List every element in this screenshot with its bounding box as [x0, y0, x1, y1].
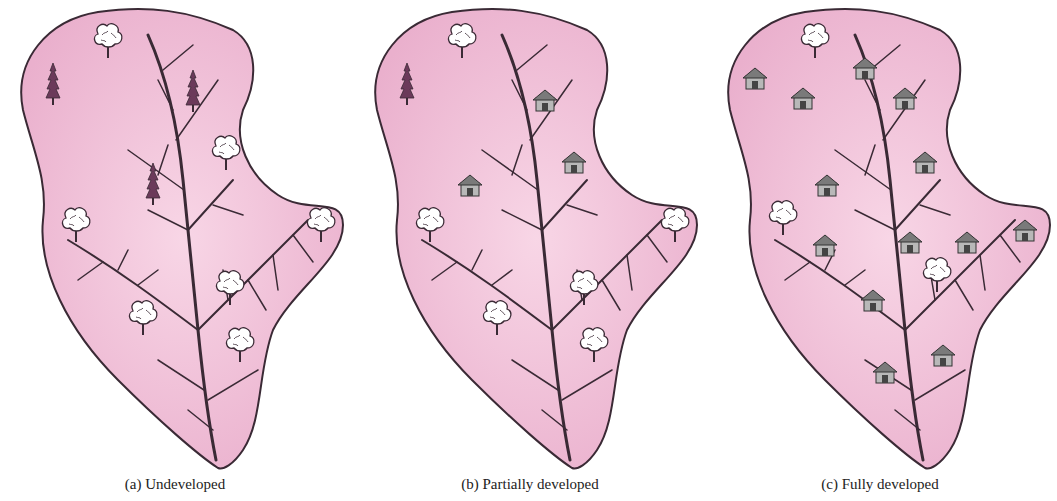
partially-developed-watershed — [375, 9, 697, 468]
panel-caption: (b) Partially developed — [461, 476, 598, 493]
fully-developed-watershed — [728, 9, 1050, 468]
panel-caption: (c) Fully developed — [821, 476, 938, 493]
panel-caption: (a) Undeveloped — [125, 476, 225, 493]
undeveloped-watershed — [21, 9, 343, 468]
